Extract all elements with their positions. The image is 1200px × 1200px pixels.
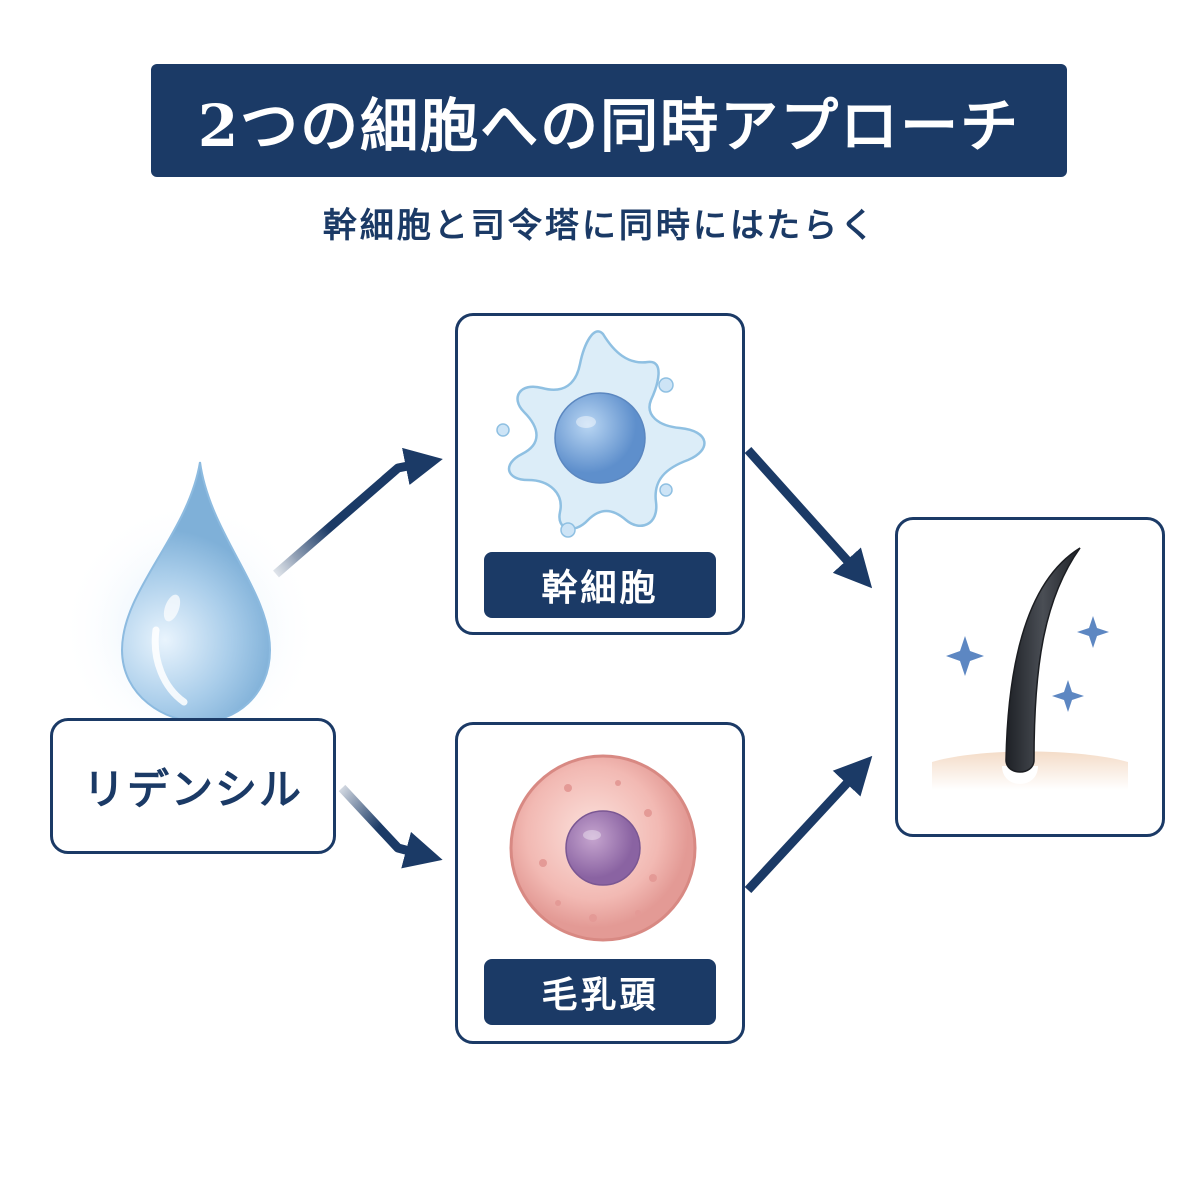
hair-strand (1005, 547, 1081, 773)
stem-cell-icon (496, 330, 706, 538)
dermal-papilla-box: 毛乳頭 (455, 722, 745, 1044)
hair-growth-icon (932, 547, 1128, 790)
arrow-to-dermal-papilla (338, 784, 443, 869)
stem-cell-box: 幹細胞 (455, 313, 745, 635)
sparkle-icon (1052, 680, 1084, 712)
stem-cell-label: 幹細胞 (484, 552, 716, 618)
arrow-to-stem-cell (273, 447, 443, 578)
ingredient-label: リデンシル (82, 764, 303, 814)
page-title: 2つの細胞への同時アプローチ (197, 91, 1021, 160)
sparkle-icon (1077, 616, 1109, 648)
title-banner: 2つの細胞への同時アプローチ (151, 64, 1067, 177)
arrow-stem-to-hair (744, 446, 873, 589)
arrow-papilla-to-hair (744, 755, 873, 894)
dermal-papilla-label: 毛乳頭 (484, 959, 716, 1025)
sparkle-icon (946, 636, 984, 676)
ingredient-box: リデンシル (50, 718, 336, 854)
page-subtitle: 幹細胞と司令塔に同時にはたらく (322, 206, 878, 246)
hair-result-box (895, 517, 1165, 837)
dermal-papilla-cell-icon (509, 754, 697, 942)
water-drop-icon (60, 461, 320, 740)
